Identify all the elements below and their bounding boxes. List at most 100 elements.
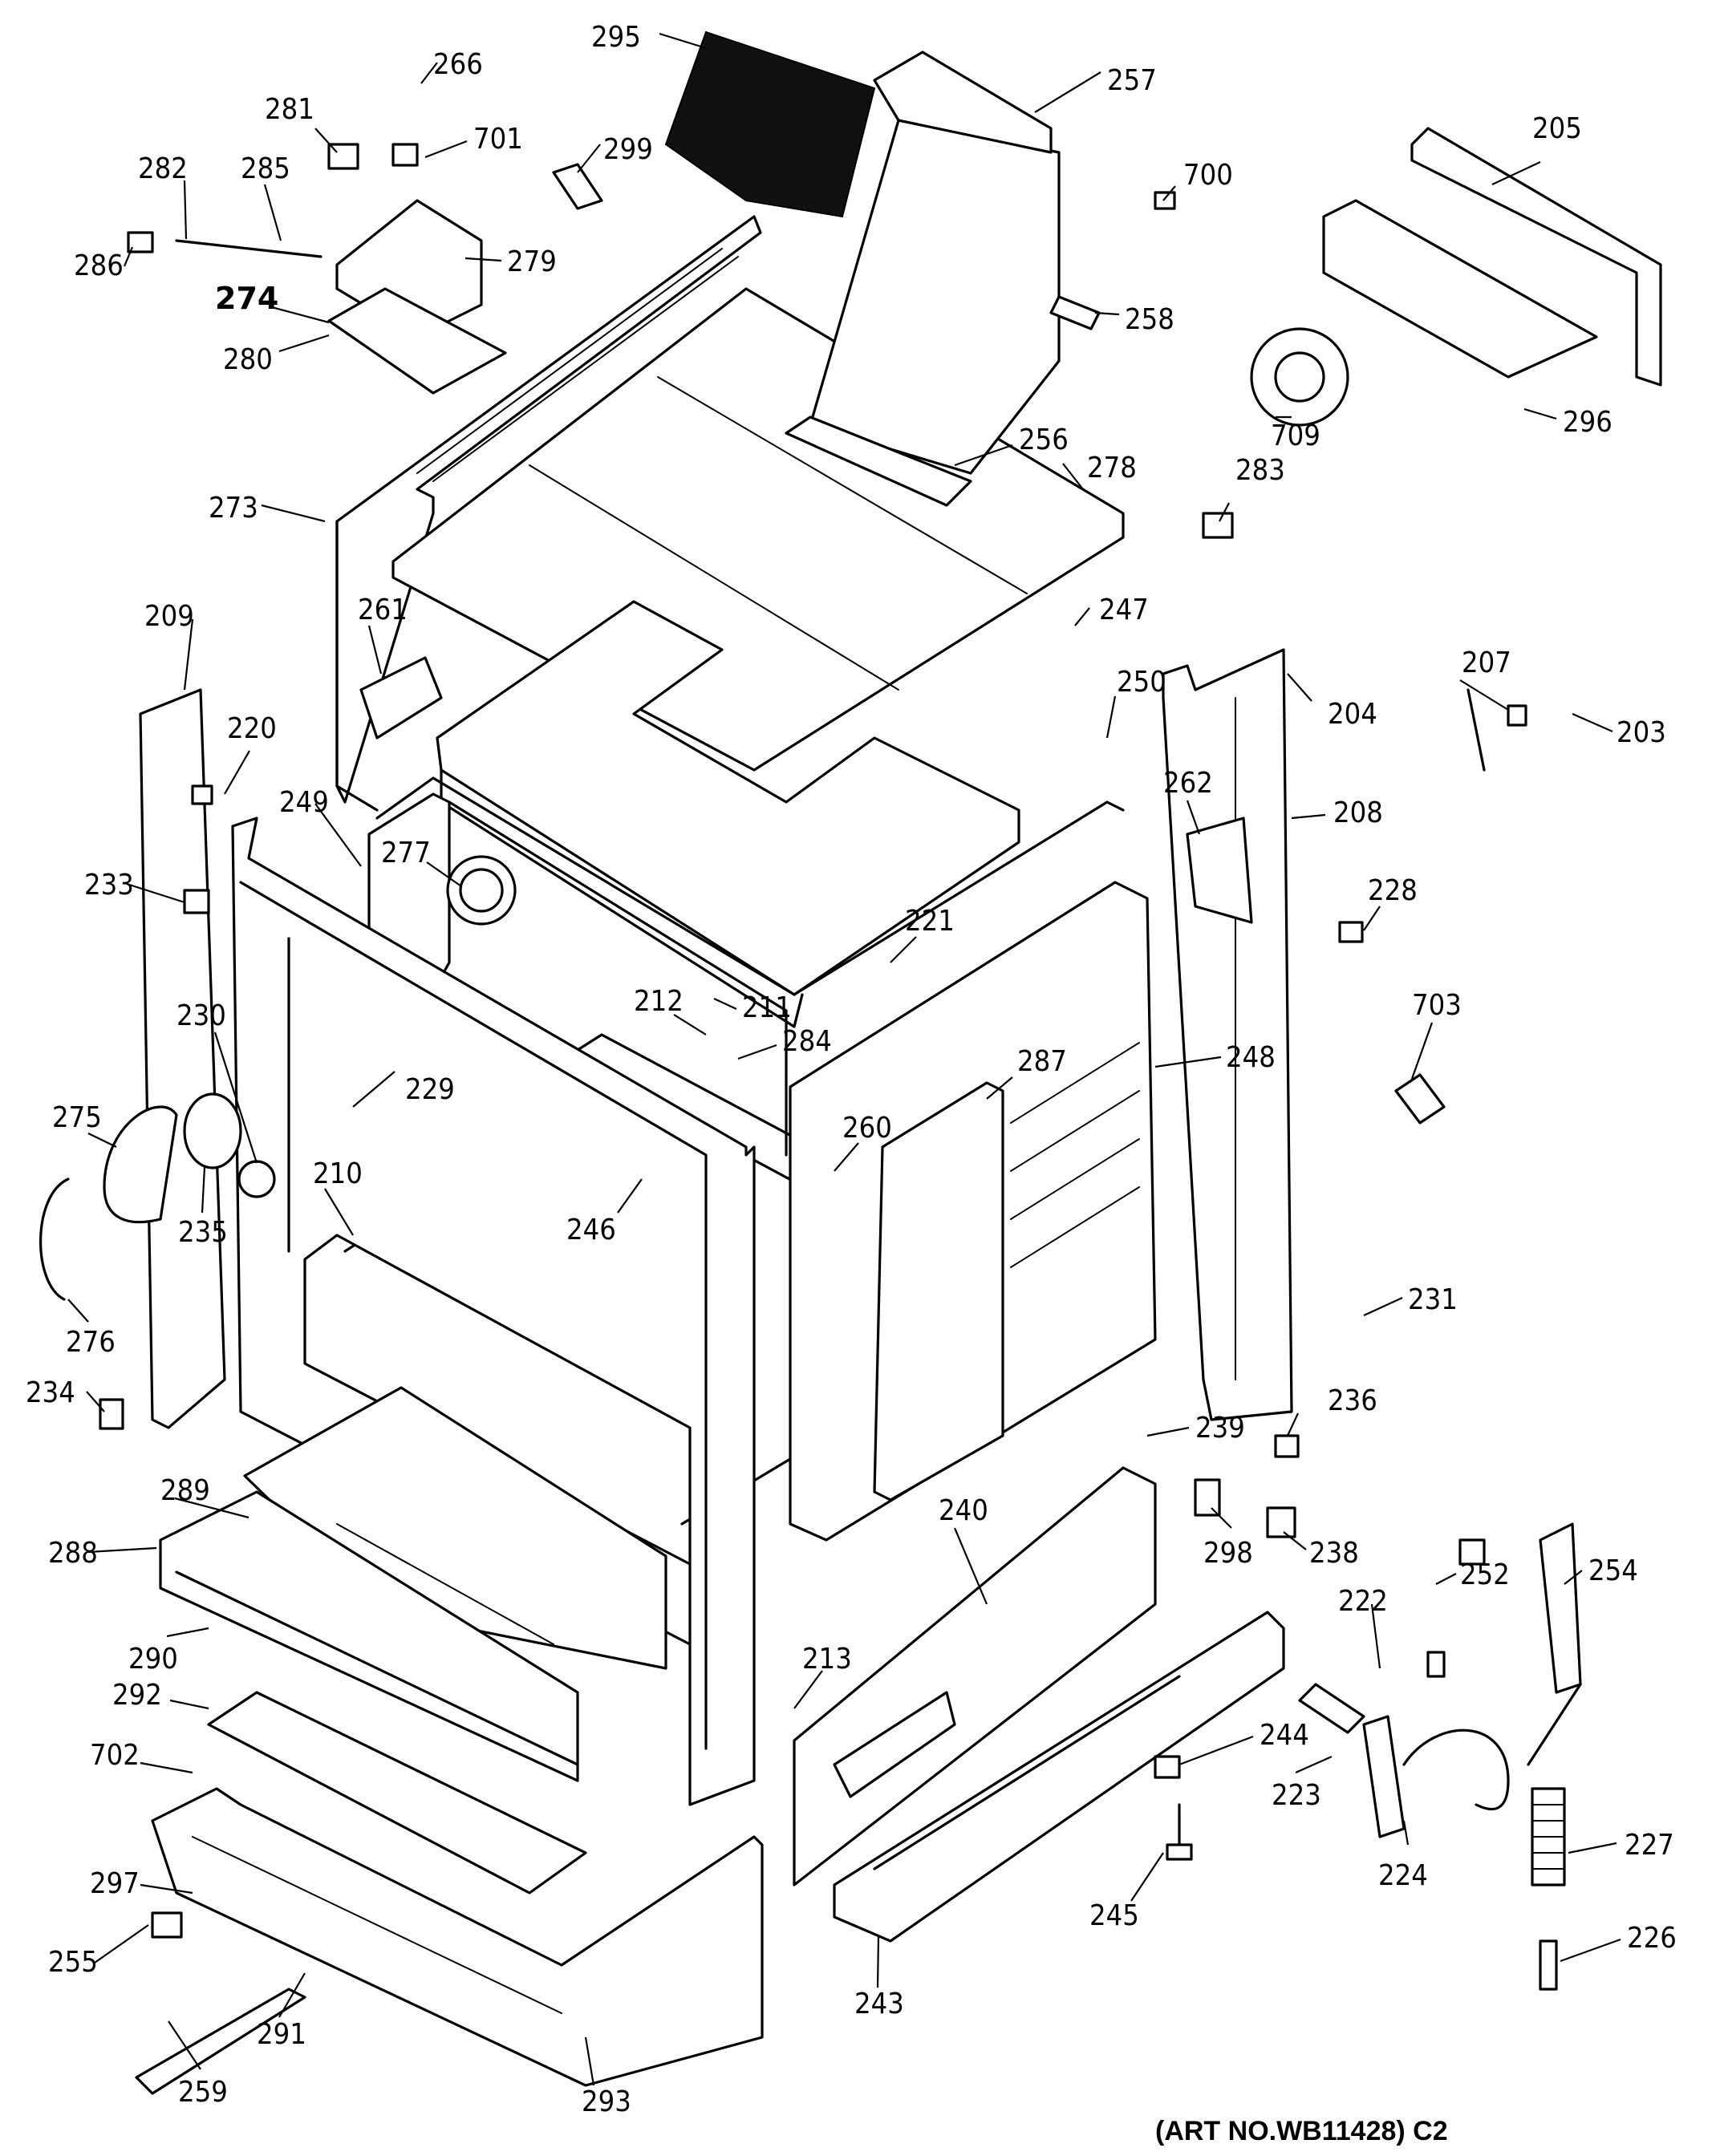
callout-700: 700 xyxy=(1183,159,1233,192)
art-number: (ART NO.WB11428) C2 xyxy=(1155,2116,1448,2146)
range-body-drawing xyxy=(39,30,1662,2095)
callout-297: 297 xyxy=(90,1867,140,1900)
switch-298 xyxy=(1194,1478,1221,1517)
callout-244: 244 xyxy=(1260,1719,1309,1752)
callout-233: 233 xyxy=(84,869,134,902)
callout-247: 247 xyxy=(1099,594,1149,626)
callout-284: 284 xyxy=(782,1025,832,1058)
callout-211: 211 xyxy=(742,991,792,1024)
callout-207: 207 xyxy=(1462,646,1511,679)
callout-703: 703 xyxy=(1412,989,1462,1022)
callout-289: 289 xyxy=(160,1474,210,1507)
callout-295: 295 xyxy=(591,21,641,54)
callout-224: 224 xyxy=(1378,1859,1428,1892)
callout-238: 238 xyxy=(1309,1537,1359,1570)
callout-276: 276 xyxy=(66,1326,116,1359)
leader-lines xyxy=(67,32,1621,2086)
callout-266: 266 xyxy=(433,48,483,81)
callout-287: 287 xyxy=(1017,1045,1067,1078)
callout-255: 255 xyxy=(48,1946,98,1979)
callout-220: 220 xyxy=(227,712,277,745)
flue-collar-709 xyxy=(1250,327,1349,427)
bracket-701 xyxy=(391,143,419,167)
callout-286: 286 xyxy=(74,249,124,282)
callout-278: 278 xyxy=(1087,452,1137,484)
callout-235: 235 xyxy=(178,1216,228,1249)
callout-274: 274 xyxy=(215,281,278,316)
callout-213: 213 xyxy=(802,1643,852,1676)
callout-210: 210 xyxy=(313,1157,363,1190)
callout-226: 226 xyxy=(1627,1922,1677,1955)
callout-277: 277 xyxy=(381,837,431,869)
rail-259 xyxy=(135,1988,306,2095)
callout-227: 227 xyxy=(1625,1829,1674,1862)
bracket-231 xyxy=(1298,1683,1365,1734)
callout-221: 221 xyxy=(905,905,955,938)
callout-231: 231 xyxy=(1408,1283,1458,1316)
callout-290: 290 xyxy=(128,1643,178,1676)
callout-293: 293 xyxy=(582,2085,631,2118)
callout-243: 243 xyxy=(854,1988,904,2020)
switch-233 xyxy=(183,889,210,914)
callout-258: 258 xyxy=(1125,303,1174,336)
bracket-703 xyxy=(1394,1073,1446,1125)
switch-238 xyxy=(1266,1506,1296,1538)
callout-261: 261 xyxy=(358,594,408,626)
clip-234 xyxy=(99,1398,124,1430)
clip-283 xyxy=(1202,512,1234,539)
callout-701: 701 xyxy=(473,123,523,156)
bracket-226 xyxy=(1539,1939,1558,1991)
callout-248: 248 xyxy=(1226,1041,1276,1074)
callout-280: 280 xyxy=(223,343,273,376)
clip-700 xyxy=(1154,191,1176,210)
clip-228 xyxy=(1338,921,1364,943)
clip-220 xyxy=(191,784,213,805)
clip-236 xyxy=(1274,1434,1300,1458)
callout-288: 288 xyxy=(48,1537,98,1570)
callout-234: 234 xyxy=(26,1376,75,1409)
callout-230: 230 xyxy=(176,999,226,1032)
callout-204: 204 xyxy=(1328,698,1377,731)
callout-279: 279 xyxy=(507,245,557,278)
bracket-258 xyxy=(1049,295,1101,330)
callout-702: 702 xyxy=(90,1739,140,1772)
callout-236: 236 xyxy=(1328,1384,1377,1417)
callout-249: 249 xyxy=(279,786,329,819)
callout-282: 282 xyxy=(138,152,188,185)
callout-259: 259 xyxy=(178,2076,228,2109)
callout-299: 299 xyxy=(603,133,653,166)
callout-252: 252 xyxy=(1460,1558,1510,1591)
callout-222: 222 xyxy=(1338,1585,1388,1618)
callout-209: 209 xyxy=(144,600,194,633)
callout-275: 275 xyxy=(52,1101,102,1134)
callout-208: 208 xyxy=(1333,796,1383,829)
callout-291: 291 xyxy=(257,2018,306,2051)
callout-250: 250 xyxy=(1117,666,1166,699)
callout-203: 203 xyxy=(1617,716,1666,749)
callout-240: 240 xyxy=(939,1494,988,1527)
callout-246: 246 xyxy=(566,1214,616,1246)
callout-285: 285 xyxy=(241,152,290,185)
callout-229: 229 xyxy=(405,1073,455,1106)
callout-292: 292 xyxy=(112,1679,162,1712)
light-bulb-235 xyxy=(183,1092,242,1169)
callout-228: 228 xyxy=(1368,874,1418,907)
callout-262: 262 xyxy=(1163,767,1213,800)
callout-205: 205 xyxy=(1532,112,1582,145)
clip-255 xyxy=(151,1911,183,1939)
callout-283: 283 xyxy=(1235,454,1285,487)
clip-299 xyxy=(552,163,603,210)
callout-239: 239 xyxy=(1195,1412,1245,1445)
plug-207 xyxy=(1507,704,1527,727)
cord-203 xyxy=(1466,688,1486,772)
callout-298: 298 xyxy=(1203,1537,1253,1570)
callout-223: 223 xyxy=(1272,1779,1321,1812)
callout-273: 273 xyxy=(209,492,258,525)
callout-260: 260 xyxy=(842,1112,892,1145)
callout-245: 245 xyxy=(1089,1899,1139,1932)
light-socket-230 xyxy=(237,1160,276,1198)
bracket-244 xyxy=(1154,1755,1181,1779)
callout-256: 256 xyxy=(1019,424,1069,456)
callout-257: 257 xyxy=(1107,64,1157,97)
clip-252 xyxy=(1426,1651,1446,1678)
